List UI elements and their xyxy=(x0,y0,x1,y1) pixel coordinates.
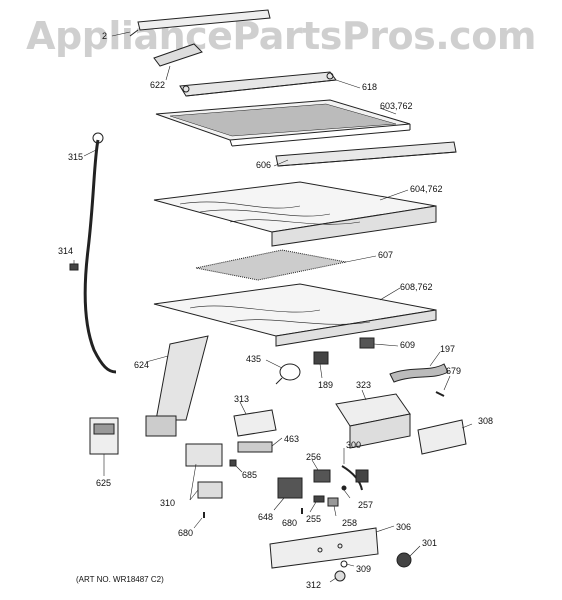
label-679: 679 xyxy=(446,366,462,376)
watermark: AppliancePartsPros.com xyxy=(26,14,536,58)
part-258-part xyxy=(327,497,339,507)
label-604-762: 604,762 xyxy=(410,184,443,194)
part-313-box xyxy=(233,409,277,437)
part-256-relay xyxy=(313,469,331,483)
part-625-housing xyxy=(89,417,119,455)
part-255-part xyxy=(313,495,325,503)
part-301-knob xyxy=(396,552,412,568)
label-300: 300 xyxy=(346,440,362,450)
part-607-filter xyxy=(195,249,347,281)
label-312: 312 xyxy=(306,580,322,590)
label-258: 258 xyxy=(342,518,358,528)
label-323: 323 xyxy=(356,380,372,390)
label-256: 256 xyxy=(306,452,322,462)
label-2: 2 xyxy=(102,31,108,41)
part-323-housing xyxy=(335,393,411,449)
part-606-trim xyxy=(275,141,457,167)
label-435: 435 xyxy=(246,354,262,364)
label-618: 618 xyxy=(362,82,378,92)
label-310: 310 xyxy=(160,498,176,508)
label-625: 625 xyxy=(96,478,112,488)
part-435-bulb xyxy=(275,363,301,385)
label-624: 624 xyxy=(134,360,150,370)
part-315-tube xyxy=(83,132,117,374)
part-624-duct xyxy=(145,335,209,437)
part-314-clip xyxy=(69,263,79,271)
label-606: 606 xyxy=(256,160,272,170)
part-608-pan xyxy=(153,283,437,347)
label-306: 306 xyxy=(396,522,412,532)
part-300-harness xyxy=(341,465,363,491)
label-301: 301 xyxy=(422,538,438,548)
part-306-bracket xyxy=(269,527,379,569)
part-197-strip xyxy=(389,363,449,383)
part-308-bracket xyxy=(417,419,467,455)
label-648: 648 xyxy=(258,512,274,522)
label-313: 313 xyxy=(234,394,250,404)
label-463: 463 xyxy=(284,434,300,444)
label-685: 685 xyxy=(242,470,258,480)
label-608-762: 608,762 xyxy=(400,282,433,292)
label-189: 189 xyxy=(318,380,334,390)
part-312-part xyxy=(334,570,346,582)
part-310-control xyxy=(185,443,223,499)
label-314: 314 xyxy=(58,246,74,256)
part-603-shelf xyxy=(155,99,411,147)
part-622-cover xyxy=(153,43,203,67)
part-618-rail xyxy=(179,71,337,97)
label-309: 309 xyxy=(356,564,372,574)
label-622: 622 xyxy=(150,80,166,90)
label-257: 257 xyxy=(358,500,374,510)
label-680-a: 680 xyxy=(282,518,298,528)
label-680-b: 680 xyxy=(178,528,194,538)
part-463-plate xyxy=(237,441,273,453)
part-257-screw xyxy=(341,485,347,491)
art-number: (ART NO. WR18487 C2) xyxy=(76,575,164,584)
part-609-switch xyxy=(359,337,375,349)
part-685-clip xyxy=(229,459,237,467)
label-255: 255 xyxy=(306,514,322,524)
part-648-motor xyxy=(277,477,303,499)
label-315: 315 xyxy=(68,152,84,162)
label-607: 607 xyxy=(378,250,394,260)
label-609: 609 xyxy=(400,340,416,350)
label-197: 197 xyxy=(440,344,456,354)
part-679-screw xyxy=(435,391,445,397)
label-308: 308 xyxy=(478,416,494,426)
part-2-bracket xyxy=(129,9,271,37)
part-189-socket xyxy=(313,351,329,365)
part-604-pan xyxy=(153,181,437,247)
label-603-762: 603,762 xyxy=(380,101,413,111)
